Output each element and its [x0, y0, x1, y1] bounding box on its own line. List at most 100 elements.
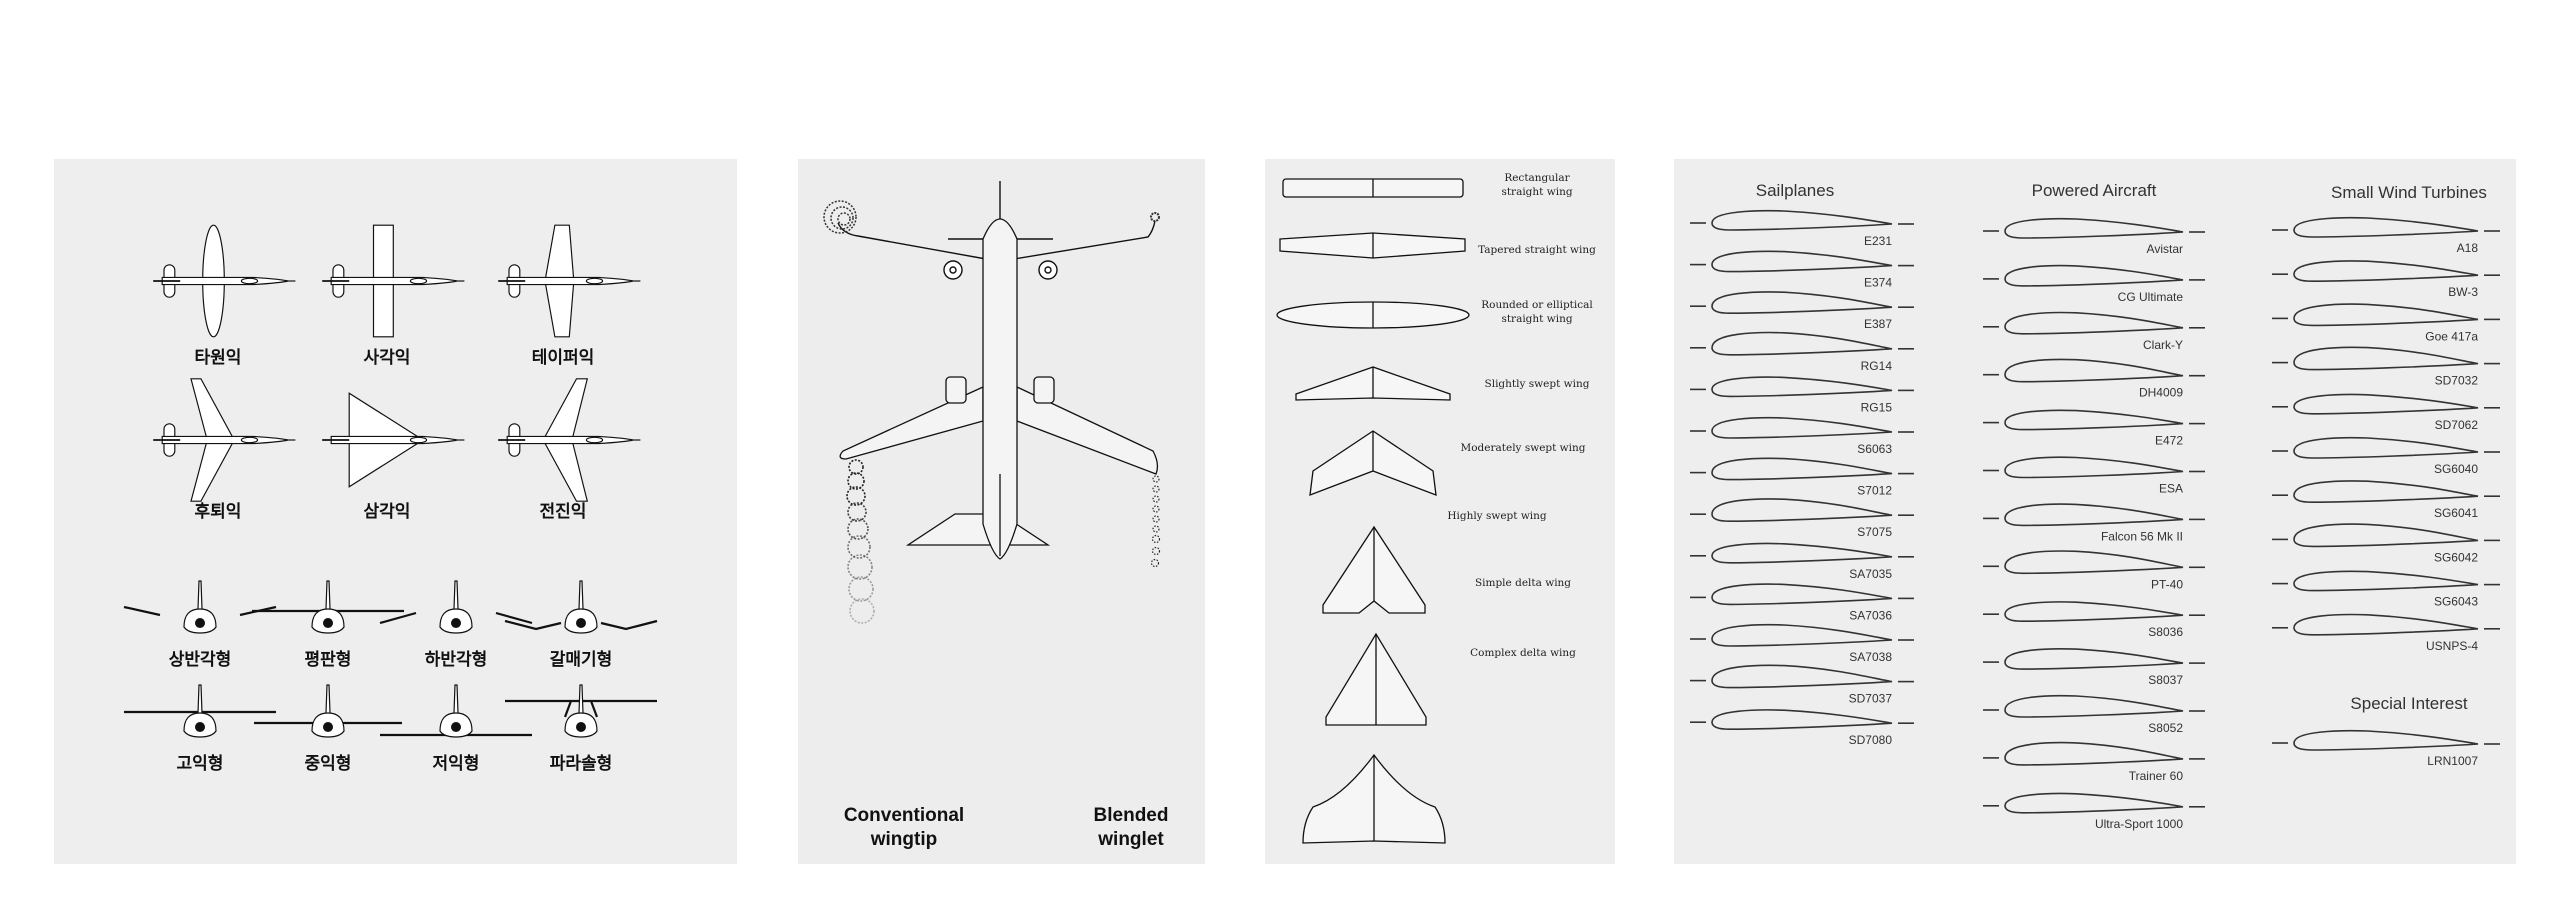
top-view-label: 후퇴익	[195, 501, 242, 522]
vortex-large-icon	[823, 200, 857, 234]
airfoil-name-label: E387	[1864, 317, 1892, 331]
airfoil-profile-icon	[2272, 570, 2500, 592]
wing-type-label: straight wing	[1501, 186, 1572, 198]
airfoil-name-label: SD7080	[1849, 733, 1893, 747]
airfoil-profile-icon	[1983, 409, 2205, 431]
blended-winglet-caption-line2: winglet	[1097, 829, 1164, 850]
airfoil-name-label: SA7035	[1849, 567, 1892, 581]
airfoil-name-label: Avistar	[2147, 242, 2183, 256]
front-view-label: 저익형	[433, 753, 480, 774]
front-view-label: 고익형	[177, 753, 224, 774]
winglet-vortex-panel: Conventional wingtip Blended winglet	[798, 159, 1205, 864]
airfoil-name-label: DH4009	[2139, 386, 2183, 400]
wing-planform-icon	[1279, 232, 1466, 259]
airfoil-profile-icon	[2272, 346, 2500, 371]
front-view-plane-icon	[380, 684, 532, 738]
airfoil-name-label: E374	[1864, 276, 1892, 290]
airfoil-profile-icon	[1690, 376, 1914, 398]
wing-type-label: Simple delta wing	[1475, 577, 1571, 589]
front-view-label: 중익형	[305, 753, 352, 774]
front-view-label: 파라솔형	[550, 753, 613, 774]
wing-planform-icon	[1302, 753, 1446, 844]
top-view-label: 전진익	[540, 502, 587, 522]
airfoil-profile-icon	[2272, 216, 2500, 238]
front-view-label: 하반각형	[425, 649, 488, 670]
top-view-plane-icon	[153, 378, 296, 502]
wing-planform-icon	[1309, 430, 1437, 496]
top-view-label: 테이퍼익	[532, 348, 595, 368]
airfoil-name-label: S7075	[1857, 525, 1892, 539]
wing-type-label: Moderately swept wing	[1460, 442, 1585, 454]
airfoil-profile-icon	[1983, 694, 2205, 718]
airfoil-catalog-diagram: SailplanesE231E374E387RG14RG15S6063S7012…	[1690, 181, 2500, 831]
airfoil-profile-icon	[1690, 623, 1914, 647]
airfoil-profile-icon	[1983, 264, 2205, 287]
front-view-plane-icon	[124, 684, 276, 738]
airfoil-profile-icon	[2272, 260, 2500, 283]
airfoil-name-label: PT-40	[2151, 577, 2183, 591]
airfoil-name-label: S7012	[1857, 484, 1892, 498]
airfoil-name-label: E472	[2155, 434, 2183, 448]
top-view-plane-icon	[322, 392, 465, 488]
airfoil-name-label: USNPS-4	[2426, 639, 2478, 653]
wing-planform-icon	[1322, 525, 1426, 614]
airfoil-group-title: Small Wind Turbines	[2331, 183, 2487, 202]
airfoil-profile-icon	[1690, 457, 1914, 481]
airfoil-profile-icon	[2272, 480, 2500, 504]
airfoil-name-label: S8037	[2148, 673, 2183, 687]
front-view-plane-icon	[123, 580, 277, 634]
airfoil-name-label: BW-3	[2448, 285, 2478, 299]
airfoil-profile-icon	[1983, 503, 2205, 527]
airfoil-profile-icon	[2272, 523, 2500, 548]
airfoil-name-label: SD7062	[2435, 418, 2479, 432]
wing-type-label: straight wing	[1501, 313, 1572, 325]
airfoil-profile-icon	[2272, 393, 2500, 415]
airfoil-profile-icon	[1690, 709, 1914, 731]
top-view-plane-icon	[498, 224, 641, 338]
airfoil-name-label: SG6043	[2434, 595, 2478, 609]
airfoil-profile-icon	[1983, 648, 2205, 670]
wing-type-label: Complex delta wing	[1470, 647, 1576, 659]
airfoil-name-label: S6063	[1857, 442, 1892, 456]
front-view-plane-icon	[379, 580, 533, 634]
airfoil-name-label: Goe 417a	[2425, 329, 2478, 343]
top-view-label: 사각익	[364, 348, 411, 368]
front-view-label: 상반각형	[169, 649, 232, 670]
vortex-small-icon	[1150, 212, 1160, 222]
front-view-label: 갈매기형	[550, 649, 613, 670]
airfoil-name-label: Falcon 56 Mk II	[2101, 529, 2183, 543]
airfoil-profile-icon	[1983, 217, 2205, 239]
winglet-vortex-trail	[1150, 475, 1161, 568]
wingtip-vortex-trail	[846, 459, 875, 624]
airfoil-name-label: SA7036	[1849, 608, 1892, 622]
airfoil-profile-icon	[1690, 250, 1914, 273]
airfoil-name-label: CG Ultimate	[2118, 290, 2184, 304]
airfoil-profile-icon	[1983, 358, 2205, 383]
airfoil-name-label: LRN1007	[2427, 754, 2478, 768]
airfoil-name-label: A18	[2457, 241, 2479, 255]
top-view-label: 타원익	[195, 348, 242, 368]
wing-type-label: Tapered straight wing	[1478, 244, 1596, 256]
airfoil-profile-icon	[2272, 436, 2500, 459]
front-view-plane-icon	[252, 580, 404, 634]
airfoil-group-title: Sailplanes	[1756, 181, 1834, 200]
airfoil-profile-icon	[1690, 416, 1914, 439]
conventional-wingtip-caption-line1: Conventional	[844, 805, 964, 826]
airfoil-group-title: Special Interest	[2350, 694, 2467, 713]
wing-type-label: Slightly swept wing	[1485, 378, 1590, 390]
top-view-label: 삼각익	[364, 502, 411, 522]
wing-type-label: Highly swept wing	[1447, 510, 1547, 522]
conventional-wingtip-caption-line2: wingtip	[870, 829, 937, 850]
airfoil-profile-icon	[1690, 583, 1914, 606]
airfoil-profile-icon	[1690, 498, 1914, 523]
airfoil-name-label: SD7032	[2435, 374, 2479, 388]
airfoil-profile-icon	[1983, 741, 2205, 766]
airfoil-name-label: SD7037	[1849, 692, 1893, 706]
airfoil-name-label: SG6041	[2434, 506, 2478, 520]
airfoil-group-title: Powered Aircraft	[2032, 181, 2157, 200]
wing-planform-icon	[1295, 366, 1451, 401]
airfoil-name-label: Ultra-Sport 1000	[2095, 817, 2183, 831]
airfoil-profile-icon	[1983, 792, 2205, 814]
